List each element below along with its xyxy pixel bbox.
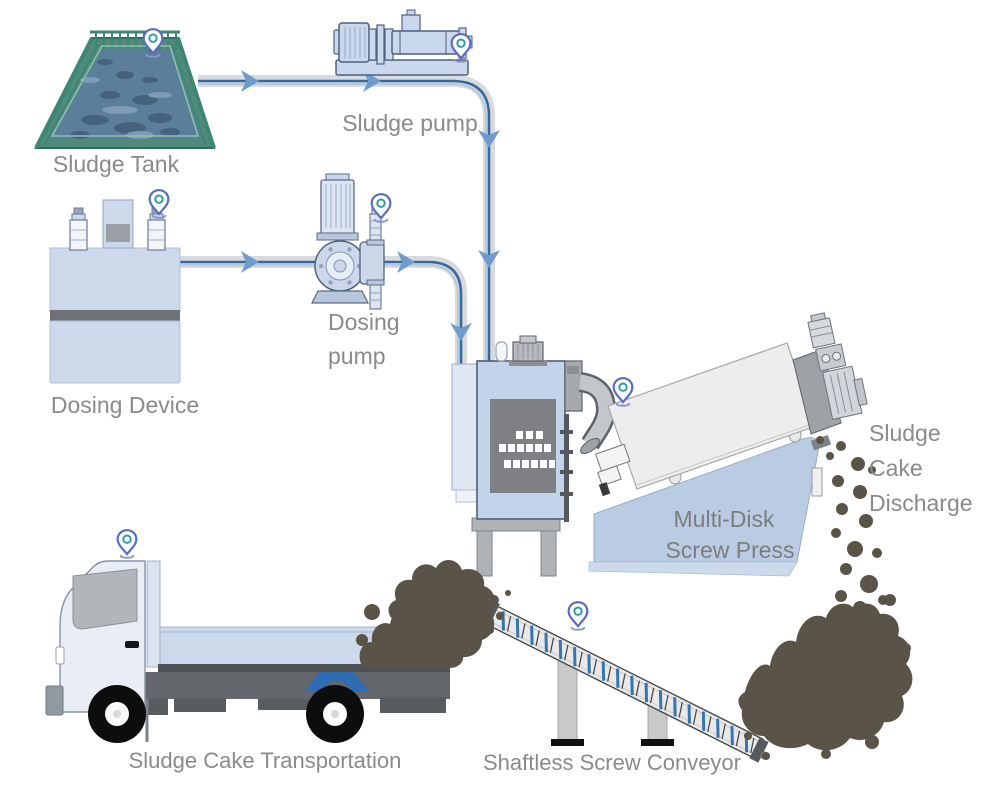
flow-arrow-right xyxy=(241,70,259,92)
label-screw-press-2: Screw Press xyxy=(665,537,794,563)
control-cabinet xyxy=(451,335,617,577)
sludge-pile-bottom-right xyxy=(738,603,913,751)
sludge-pile-truck-bed xyxy=(359,604,467,668)
dosing-device-nozzle-left xyxy=(69,207,88,251)
flow-arrows xyxy=(241,70,500,341)
flow-arrow-down xyxy=(478,250,500,268)
label-screw-press-1: Multi-Disk xyxy=(674,506,775,532)
label-sludge-tank: Sludge Tank xyxy=(53,151,180,177)
wheel-arch xyxy=(305,672,369,691)
label-discharge-1: Sludge xyxy=(869,420,941,446)
sludge-cake xyxy=(356,436,913,760)
door-handle xyxy=(125,641,139,648)
truck-headboard xyxy=(146,560,161,668)
multi-disk-screw-press xyxy=(588,312,868,577)
label-sludge-pump: Sludge pump xyxy=(342,110,478,136)
dosing-device xyxy=(49,199,181,384)
label-discharge-2: Cake xyxy=(869,455,923,481)
panel-buttons xyxy=(499,431,555,468)
dosing-pump xyxy=(311,173,385,310)
shaftless-screw-conveyor xyxy=(475,599,769,763)
label-conveyor: Shaftless Screw Conveyor xyxy=(483,750,741,775)
truck-window xyxy=(72,568,138,630)
front-wheel xyxy=(88,685,146,743)
label-dosing-pump-2: pump xyxy=(328,343,386,369)
sludge-pump xyxy=(333,9,473,76)
location-pin-icon xyxy=(567,601,589,631)
press-drive-motor xyxy=(807,312,868,420)
flow-arrow-down xyxy=(450,323,472,341)
location-pin-icon xyxy=(116,529,138,559)
flow-arrow-right xyxy=(397,251,415,273)
water-highlights xyxy=(80,77,172,139)
dosing-device-nozzle-right xyxy=(147,207,166,251)
labels: Sludge Tank Sludge pump Dosing Device Do… xyxy=(51,110,973,775)
cabinet-motor xyxy=(509,360,547,366)
label-dosing-device: Dosing Device xyxy=(51,392,199,418)
label-discharge-3: Discharge xyxy=(869,490,973,516)
flow-arrow-right xyxy=(241,251,259,273)
pipe-sludge-line xyxy=(198,75,495,366)
press-inlet-fittings xyxy=(595,443,631,497)
conveyor-tube xyxy=(475,599,769,763)
sludge-texture xyxy=(70,59,180,139)
pipe-dosing-line xyxy=(180,256,467,366)
conveyor-leg xyxy=(557,657,578,743)
agitator xyxy=(564,414,569,522)
label-dosing-pump-1: Dosing xyxy=(328,309,400,335)
press-end-cap xyxy=(792,348,842,435)
dosing-device-hopper xyxy=(102,199,134,249)
tank-fence xyxy=(34,30,216,149)
flow-arrow-down xyxy=(478,130,500,148)
label-transportation: Sludge Cake Transportation xyxy=(129,748,402,773)
conveyor-tail-cap xyxy=(749,737,769,763)
truck-chassis xyxy=(140,672,450,699)
sludge-tank xyxy=(34,30,216,149)
cabinet-stand xyxy=(471,517,561,532)
location-pin-icon xyxy=(450,33,472,63)
truck-bumper xyxy=(45,685,64,716)
rear-wheel xyxy=(306,685,364,743)
